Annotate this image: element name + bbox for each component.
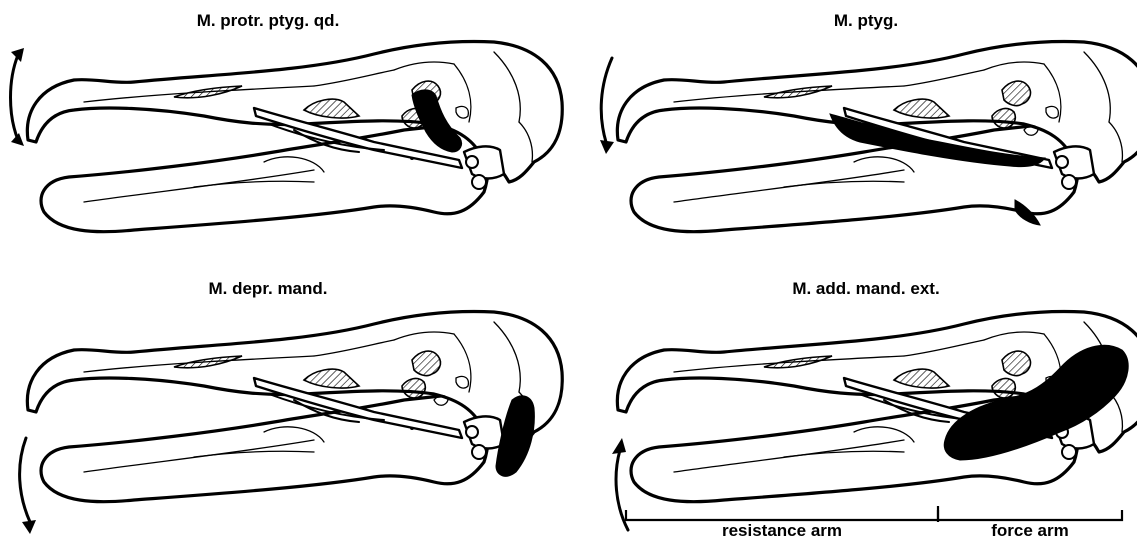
panel-title: M. depr. mand. xyxy=(208,279,327,298)
skull-illustration xyxy=(27,42,562,232)
skull-illustration xyxy=(27,312,562,502)
panel-pterygoideus: M. ptyg. xyxy=(600,11,1137,232)
rotation-arrow-icon xyxy=(11,48,25,146)
force-arm-bracket xyxy=(938,510,1122,520)
downward-arrow-icon xyxy=(20,438,36,534)
panel-adductor-mandibulae-externus: M. add. mand. ext. resistance arm force … xyxy=(612,279,1137,538)
resistance-arm-label: resistance arm xyxy=(722,521,842,538)
downward-arrow-icon xyxy=(600,58,614,154)
resistance-arm-bracket xyxy=(626,510,938,520)
panel-depressor-mandibulae: M. depr. mand. xyxy=(20,279,563,534)
lever-arm-brackets xyxy=(626,506,1122,522)
panel-protractor-pterygoideus: M. protr. ptyg. qd. xyxy=(11,11,563,232)
panel-title: M. add. mand. ext. xyxy=(792,279,939,298)
force-arm-label: force arm xyxy=(991,521,1068,538)
panel-title: M. protr. ptyg. qd. xyxy=(197,11,340,30)
panel-title: M. ptyg. xyxy=(834,11,898,30)
